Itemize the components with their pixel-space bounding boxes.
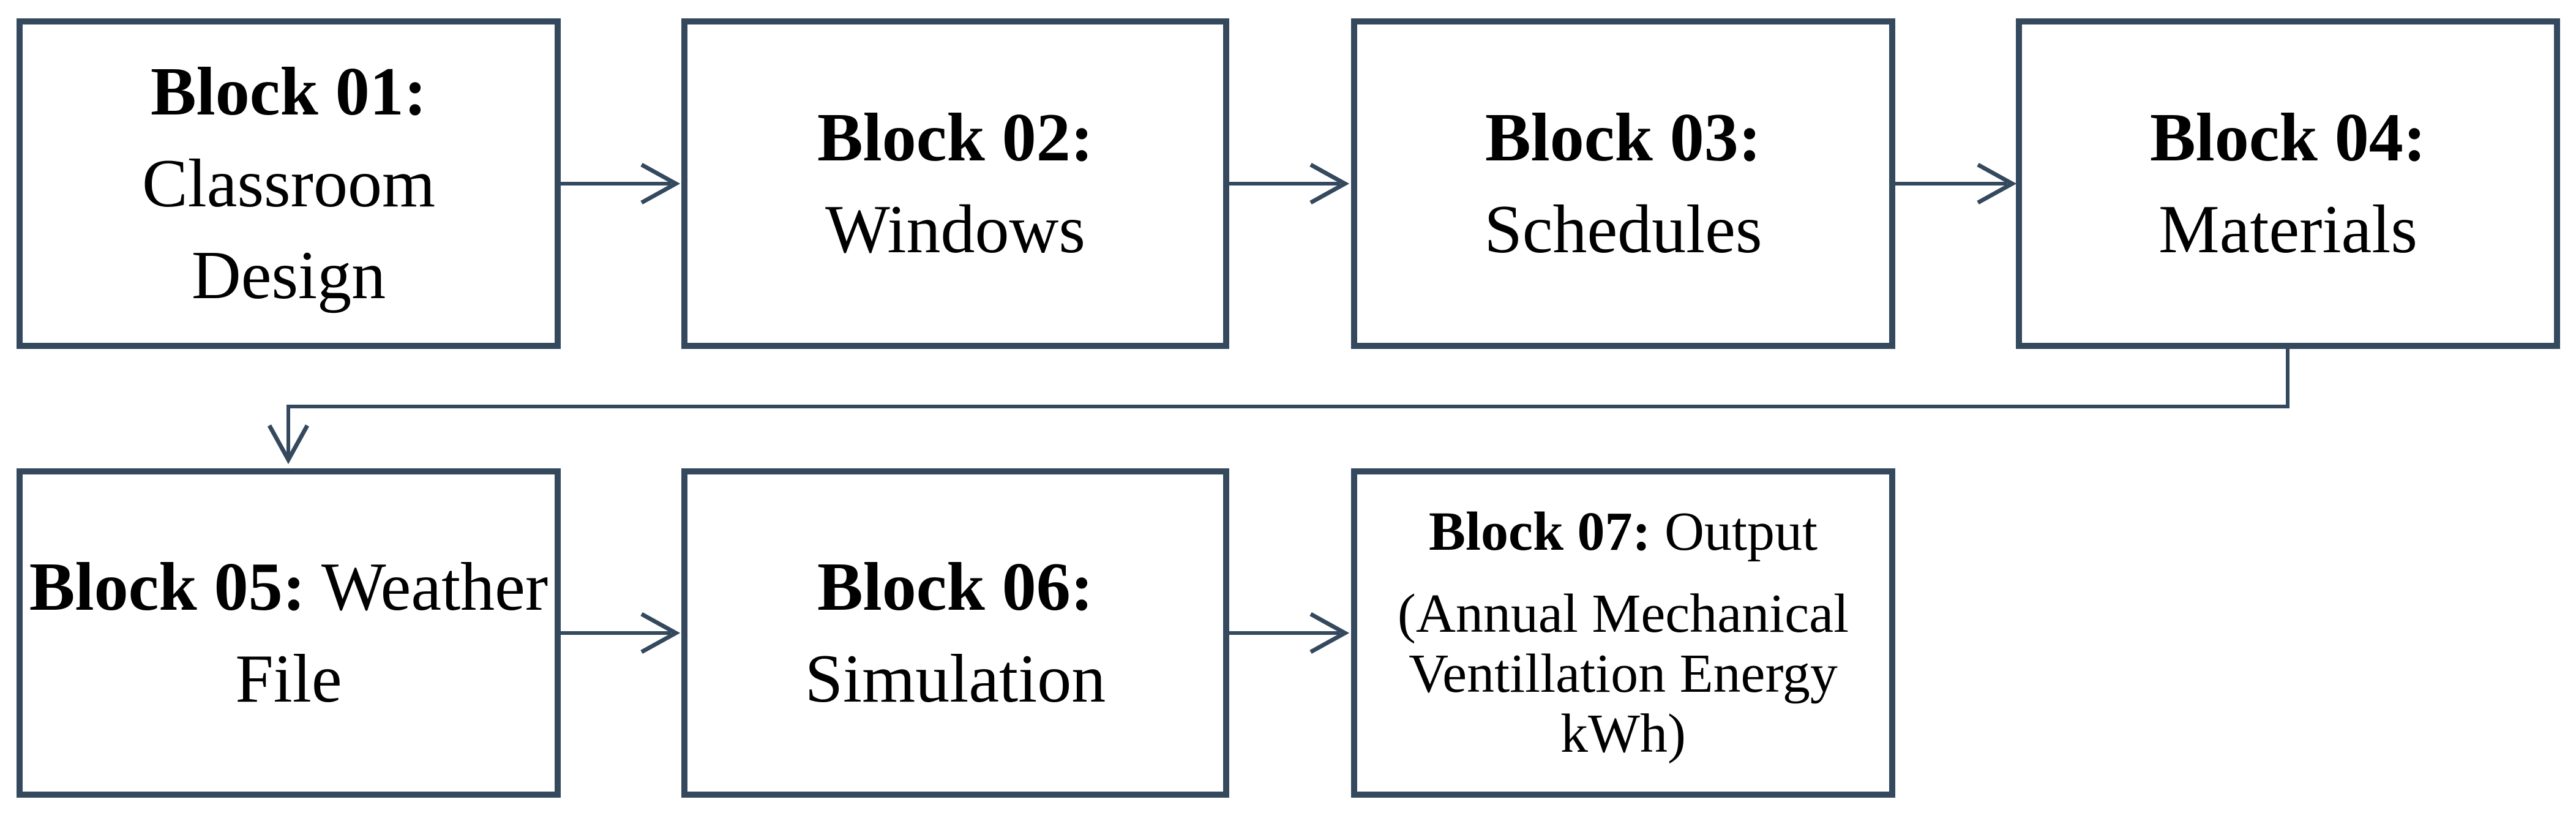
block-01-label-line-2: Design: [191, 238, 386, 313]
block-07-subtitle-line-1: (Annual Mechanical: [1397, 583, 1849, 644]
arrow-block05-block06: [558, 612, 681, 654]
block-03: Block 03: Schedules: [1351, 18, 1895, 349]
arrowhead-right-icon: [640, 162, 681, 205]
block-05: Block 05: Weather File: [17, 468, 561, 798]
block-01-label-line-1: Block 01: Classroom: [141, 54, 436, 222]
elbow-connector-block04-block05: [267, 347, 2290, 465]
arrowhead-right-icon: [1309, 162, 1350, 205]
block-07: Block 07: Output (Annual Mechanical Vent…: [1351, 468, 1895, 798]
block-07-title: Block 07: Output: [1428, 501, 1818, 562]
arrowhead-right-icon: [640, 612, 681, 654]
block-03-label: Block 03: Schedules: [1484, 100, 1762, 268]
block-01: Block 01: Classroom Design: [17, 18, 561, 349]
block-06: Block 06: Simulation: [681, 468, 1229, 798]
arrowhead-right-icon: [1977, 162, 2017, 205]
arrow-block03-block04: [1893, 162, 2017, 205]
block-07-subtitle-line-3: kWh): [1560, 703, 1686, 764]
block-02-label: Block 02: Windows: [817, 100, 1094, 268]
block-04-label: Block 04: Materials: [2149, 100, 2427, 268]
block-05-label-line-2: File: [235, 641, 342, 717]
arrow-block06-block07: [1227, 612, 1350, 654]
arrowhead-right-icon: [1309, 612, 1350, 654]
arrowhead-down-icon: [267, 424, 310, 465]
arrow-block01-block02: [558, 162, 681, 205]
block-02: Block 02: Windows: [681, 18, 1229, 349]
block-07-subtitle-line-2: Ventillation Energy: [1409, 643, 1838, 704]
arrow-block02-block03: [1227, 162, 1350, 205]
block-05-label-line-1: Block 05: Weather: [29, 549, 549, 625]
block-04: Block 04: Materials: [2016, 18, 2560, 349]
block-06-label: Block 06: Simulation: [804, 549, 1106, 717]
block-07-subtitle: (Annual Mechanical Ventillation Energy k…: [1398, 584, 1849, 764]
